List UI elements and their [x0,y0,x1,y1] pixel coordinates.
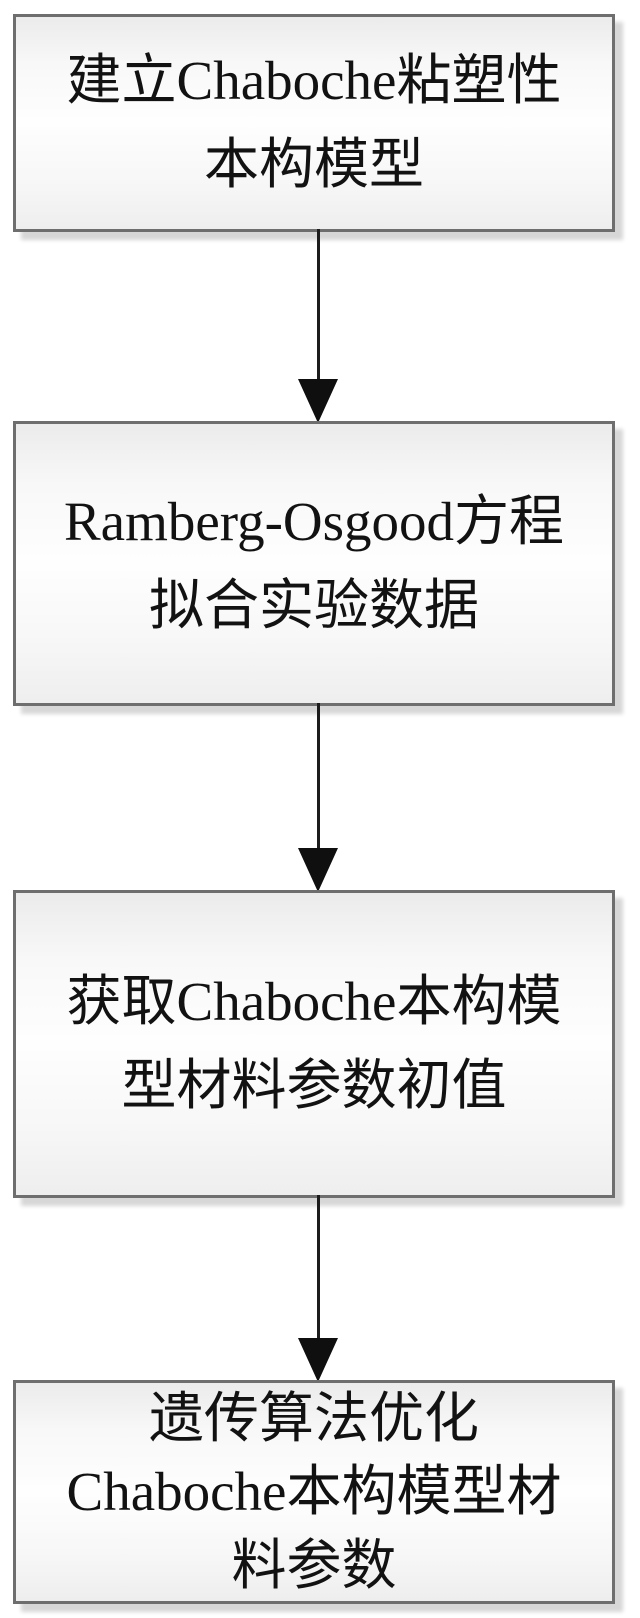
flow-node-text-line: 获取Chaboche本构模 [66,971,562,1033]
flow-node-text-line: 遗传算法优化 [148,1388,479,1450]
arrow-head-icon [298,848,338,892]
flow-node-initial-parameters: 获取Chaboche本构模 型材料参数初值 [13,890,615,1198]
down-arrow-connector-2 [298,703,338,892]
flow-node-text-line: 料参数 [231,1534,397,1596]
arrow-shaft [316,229,320,379]
flow-node-ramberg-osgood-fitting: Ramberg-Osgood方程 拟合实验数据 [13,421,615,706]
flow-node-genetic-algorithm-optimization: 遗传算法优化 Chaboche本构模型材 料参数 [13,1380,615,1604]
down-arrow-connector-1 [298,229,338,423]
arrow-shaft [316,703,320,848]
flow-node-text-line: 本构模型 [203,134,424,195]
flow-node-text-line: 拟合实验数据 [148,574,479,636]
flow-node-establish-chaboche-model: 建立Chaboche粘塑性 本构模型 [13,14,615,232]
arrow-head-icon [298,1338,338,1382]
flow-node-text-line: 型材料参数初值 [121,1055,507,1116]
arrow-head-icon [298,379,338,423]
flow-node-text-line: Chaboche本构模型材 [66,1461,562,1523]
flow-node-text-line: 建立Chaboche粘塑性 [66,50,562,112]
flow-node-text-line: Ramberg-Osgood方程 [63,490,565,552]
arrow-shaft [316,1195,320,1338]
down-arrow-connector-3 [298,1195,338,1382]
